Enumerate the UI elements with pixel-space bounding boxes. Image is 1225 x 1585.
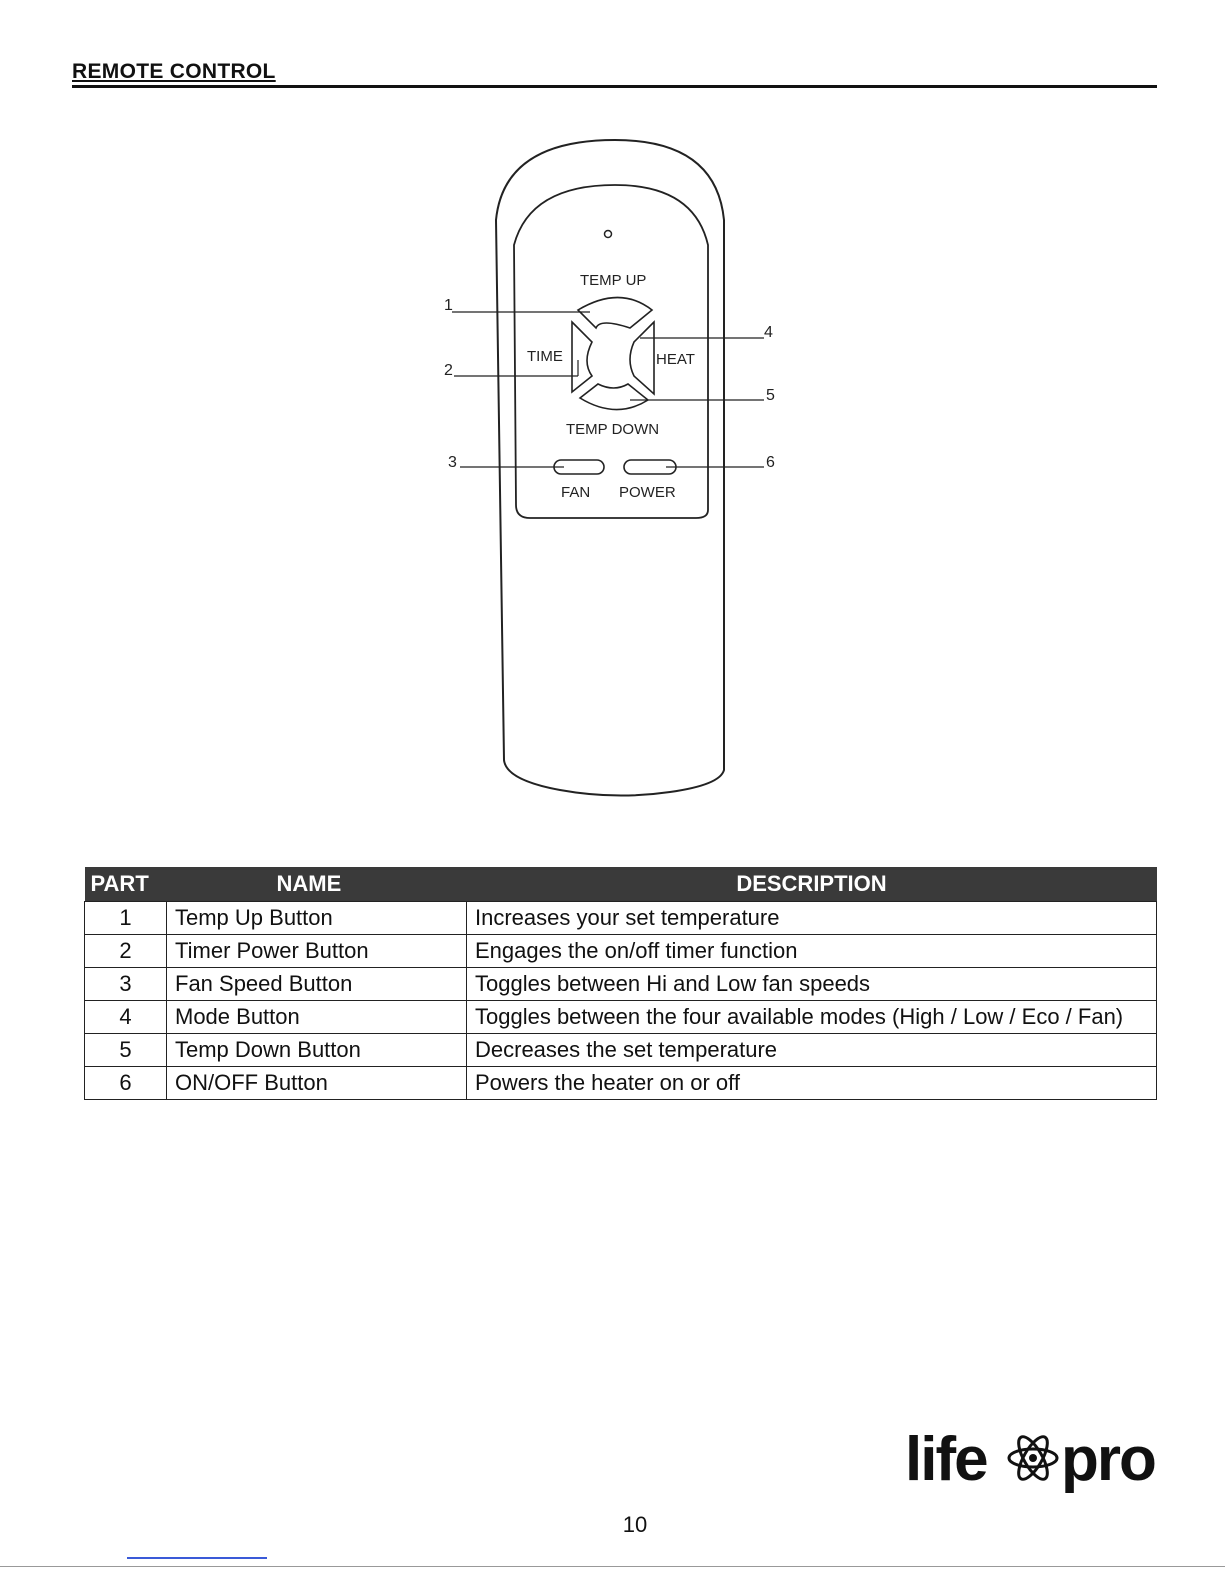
footer-link-rule bbox=[127, 1557, 267, 1559]
description-cell: Toggles between Hi and Low fan speeds bbox=[466, 967, 1157, 1001]
header-name: NAME bbox=[166, 867, 467, 902]
bottom-rule bbox=[0, 1566, 1225, 1567]
parts-table: PART NAME DESCRIPTION 1 Temp Up Button I… bbox=[84, 867, 1157, 1100]
table-row: 5 Temp Down Button Decreases the set tem… bbox=[84, 1033, 1157, 1067]
logo-graphic: life pro bbox=[905, 1425, 1157, 1494]
label-temp-down: TEMP DOWN bbox=[566, 421, 659, 438]
description-cell: Toggles between the four available modes… bbox=[466, 1000, 1157, 1034]
description-cell: Powers the heater on or off bbox=[466, 1066, 1157, 1100]
callout-3: 3 bbox=[448, 454, 457, 471]
temp-down-button bbox=[578, 383, 650, 411]
table-row: 6 ON/OFF Button Powers the heater on or … bbox=[84, 1066, 1157, 1100]
part-cell: 2 bbox=[84, 934, 167, 968]
label-time: TIME bbox=[527, 348, 563, 365]
part-cell: 5 bbox=[84, 1033, 167, 1067]
callout-2: 2 bbox=[444, 362, 453, 379]
table-header-row: PART NAME DESCRIPTION bbox=[84, 867, 1157, 902]
callout-5: 5 bbox=[766, 387, 775, 404]
name-cell: Temp Up Button bbox=[166, 901, 467, 935]
table-row: 3 Fan Speed Button Toggles between Hi an… bbox=[84, 967, 1157, 1001]
time-button bbox=[571, 320, 594, 394]
label-power: POWER bbox=[619, 484, 676, 501]
remote-inner-panel bbox=[513, 184, 709, 519]
table-row: 4 Mode Button Toggles between the four a… bbox=[84, 1000, 1157, 1034]
table-row: 1 Temp Up Button Increases your set temp… bbox=[84, 901, 1157, 935]
table-row: 2 Timer Power Button Engages the on/off … bbox=[84, 934, 1157, 968]
heat-button bbox=[629, 320, 655, 396]
part-cell: 3 bbox=[84, 967, 167, 1001]
name-cell: ON/OFF Button bbox=[166, 1066, 467, 1100]
section-title: REMOTE CONTROL bbox=[72, 60, 276, 83]
callout-1: 1 bbox=[444, 297, 453, 314]
remote-control-diagram: TEMP UP TIME HEAT TEMP DOWN FAN POWER 1 … bbox=[430, 130, 800, 810]
callout-6: 6 bbox=[766, 454, 775, 471]
label-temp-up: TEMP UP bbox=[580, 272, 646, 289]
callout-4: 4 bbox=[764, 324, 773, 341]
temp-up-button bbox=[576, 296, 654, 330]
description-cell: Decreases the set temperature bbox=[466, 1033, 1157, 1067]
header-description: DESCRIPTION bbox=[466, 867, 1157, 902]
page-number: 10 bbox=[622, 1512, 648, 1537]
name-cell: Temp Down Button bbox=[166, 1033, 467, 1067]
logo-text-left: life bbox=[905, 1425, 987, 1494]
remote-control-illustration: TEMP UP TIME HEAT TEMP DOWN FAN POWER 1 … bbox=[444, 138, 775, 797]
name-cell: Timer Power Button bbox=[166, 934, 467, 968]
remote-outer-body bbox=[494, 138, 725, 797]
part-cell: 6 bbox=[84, 1066, 167, 1100]
description-cell: Engages the on/off timer function bbox=[466, 934, 1157, 968]
atom-icon bbox=[1007, 1435, 1059, 1481]
label-fan: FAN bbox=[561, 484, 590, 501]
led-indicator bbox=[603, 229, 613, 239]
lifepro-logo: life pro bbox=[905, 1418, 1175, 1508]
name-cell: Fan Speed Button bbox=[166, 967, 467, 1001]
part-cell: 1 bbox=[84, 901, 167, 935]
name-cell: Mode Button bbox=[166, 1000, 467, 1034]
title-rule bbox=[72, 85, 1157, 88]
part-cell: 4 bbox=[84, 1000, 167, 1034]
description-cell: Increases your set temperature bbox=[466, 901, 1157, 935]
label-heat: HEAT bbox=[656, 351, 695, 368]
logo-text-right: pro bbox=[1061, 1425, 1155, 1494]
header-part: PART bbox=[84, 867, 167, 902]
